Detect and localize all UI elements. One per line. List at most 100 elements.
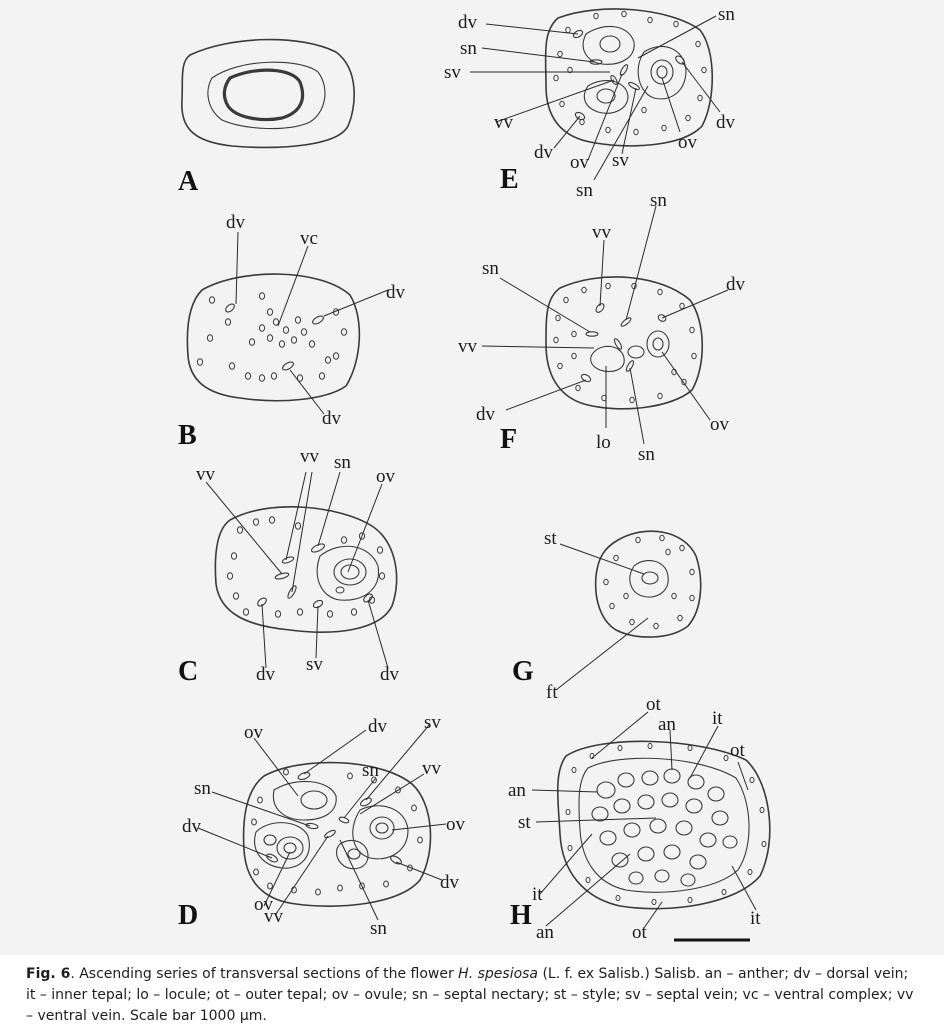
panel-c-tissue-dots: [226, 516, 386, 618]
panel-d-label-ov-top: ov: [244, 722, 264, 743]
panel-c-label-vv-top: vv: [300, 446, 320, 467]
panel-d-locules: [254, 780, 409, 870]
caption-text-part2: (L. f. ex Salisb.) Salisb. an – anther; …: [26, 966, 914, 1024]
panel-h: ot an it ot an st it an ot it H: [508, 694, 771, 943]
panel-e-outline: [544, 8, 714, 147]
panel-h-letter: H: [510, 900, 532, 931]
panel-f-label-vv-top: vv: [592, 222, 612, 243]
panel-f-label-lo: lo: [596, 432, 611, 453]
panel-h-label-an-left: an: [508, 780, 526, 801]
panel-d-letter: D: [178, 900, 198, 931]
panel-d-label-dv-right: dv: [440, 872, 460, 893]
panel-f-label-sn-left: sn: [482, 258, 499, 279]
panel-b-label-dv-right: dv: [386, 282, 406, 303]
panel-g-label-ft: ft: [546, 682, 558, 703]
panel-f: sn vv sn dv vv dv lo sn ov F: [458, 190, 746, 465]
panel-a-letter: A: [178, 166, 199, 197]
panel-d-label-ov-right: ov: [446, 814, 466, 835]
panel-c-veins: [257, 543, 373, 609]
panel-g-style: [629, 560, 669, 598]
panel-c-label-sv: sv: [306, 654, 323, 675]
panel-f-outline: [545, 276, 704, 410]
section-drawings: A: [178, 4, 771, 943]
panel-e-label-dv-bottom: dv: [534, 142, 554, 163]
caption-text-part1: . Ascending series of transversal sectio…: [70, 966, 459, 982]
panel-b-tissue-dots: [196, 292, 348, 382]
panel-d-label-dv-left: dv: [182, 816, 202, 837]
panel-e-label-vv: vv: [494, 112, 514, 133]
panel-c-label-dv-left: dv: [256, 664, 276, 685]
panel-c-label-ov: ov: [376, 466, 396, 487]
panel-b-label-vc: vc: [300, 228, 318, 249]
panel-e-label-sv-bottom: sv: [612, 150, 629, 171]
panel-f-label-sn-bottom: sn: [638, 444, 655, 465]
panel-b-leaders: [235, 231, 389, 415]
figure-plate: A: [0, 0, 944, 955]
figure-label: Fig. 6: [26, 966, 71, 982]
panel-h-anthers: [591, 768, 738, 887]
panel-h-label-ot-top: ot: [646, 694, 662, 715]
panel-e-label-dv-right: dv: [716, 112, 736, 133]
panel-h-label-it-right: it: [750, 908, 761, 929]
panel-d-outline: [242, 761, 432, 907]
panel-g-label-st: st: [544, 528, 557, 549]
panel-d-tissue-dots: [251, 768, 423, 896]
panel-e-label-dv-top: dv: [458, 12, 478, 33]
panel-f-leaders: [481, 205, 729, 445]
panel-f-label-vv-left: vv: [458, 336, 478, 357]
panel-b-label-dv-bottom: dv: [322, 408, 342, 429]
panel-d-label-sv: sv: [424, 712, 441, 733]
panel-h-tepal-dots: [565, 742, 767, 906]
panel-d-label-sn-top: sn: [362, 760, 379, 781]
panel-g-letter: G: [512, 656, 534, 687]
panel-c-leaders: [205, 471, 389, 669]
panel-e-label-ov-bottom: ov: [570, 152, 590, 173]
panel-h-label-it-top: it: [712, 708, 723, 729]
panel-h-label-st: st: [518, 812, 531, 833]
panel-f-veins: [580, 303, 667, 383]
panel-b-label-dv-top: dv: [226, 212, 246, 233]
panel-h-leaders: [531, 711, 757, 929]
panel-h-label-an-bottom: an: [536, 922, 554, 943]
panel-b-outline: [186, 273, 361, 402]
panel-c-label-dv-right: dv: [380, 664, 400, 685]
panel-h-label-ot-bottom: ot: [632, 922, 648, 943]
panel-f-tissue-dots: [553, 282, 697, 404]
panel-h-inner-tepal-outline: [578, 757, 750, 893]
panel-e-label-sn-left: sn: [460, 38, 477, 59]
panel-d-label-vv-bottom: vv: [264, 906, 284, 927]
panel-e: dv sn sv vv dv ov sv sn ov dv sn E: [444, 4, 736, 201]
panel-e-label-sn-bottom: sn: [576, 180, 593, 201]
panel-f-ovary: [590, 330, 670, 373]
panel-e-label-sn-top: sn: [718, 4, 735, 25]
panel-c-label-sn: sn: [334, 452, 351, 473]
panel-f-label-dv-right: dv: [726, 274, 746, 295]
panel-f-label-dv-bottom: dv: [476, 404, 496, 425]
panel-d-label-sn-bottom: sn: [370, 918, 387, 939]
panel-a-outer-outline: [181, 38, 355, 149]
panel-d-leaders: [197, 723, 447, 921]
panel-c-ovary: [316, 545, 380, 601]
panel-e-tissue-dots: [553, 10, 707, 136]
panel-e-label-sv-left: sv: [444, 62, 461, 83]
panel-h-outer-tepal-outline: [556, 740, 771, 910]
panel-d-label-dv-top: dv: [368, 716, 388, 737]
panel-d: ov dv sv sn vv sn dv ov dv ov vv sn D: [178, 712, 466, 939]
panel-a: A: [178, 38, 355, 197]
species-name: H. spesiosa: [458, 966, 539, 982]
panel-h-label-an-top: an: [658, 714, 676, 735]
panel-h-label-ot-right: ot: [730, 740, 746, 761]
panel-f-label-ov: ov: [710, 414, 730, 435]
panel-c-label-vv-left: vv: [196, 464, 216, 485]
panel-g-leaders: [555, 543, 649, 691]
panel-b: dv vc dv dv B: [178, 212, 406, 451]
panel-a-middle-outline: [207, 61, 326, 130]
panel-g-tissue-dots: [603, 534, 695, 630]
panel-d-label-vv-top: vv: [422, 758, 442, 779]
panel-d-label-sn-left: sn: [194, 778, 211, 799]
panel-d-label-ov-bottom: ov: [254, 894, 274, 915]
panel-a-inner-cavity: [222, 68, 305, 122]
panel-b-veins: [225, 303, 324, 371]
panel-f-label-sn-top: sn: [650, 190, 667, 211]
panel-b-letter: B: [178, 420, 197, 451]
